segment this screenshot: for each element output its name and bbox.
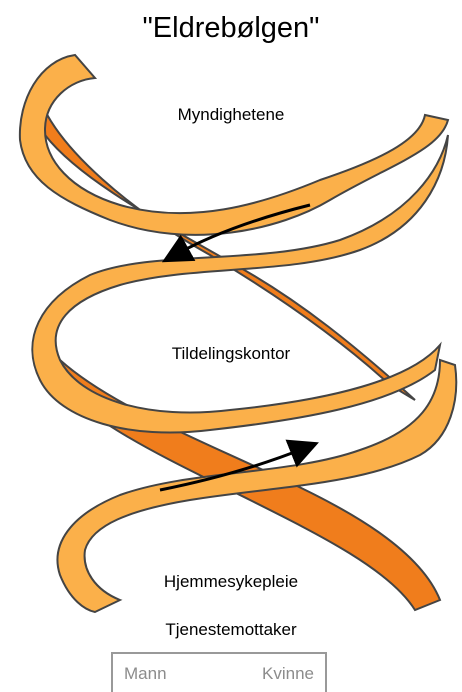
gender-label-kvinne: Kvinne bbox=[262, 664, 314, 684]
gender-box: Mann Kvinne bbox=[111, 652, 327, 692]
page-title: "Eldrebølgen" bbox=[0, 12, 462, 45]
gender-label-mann: Mann bbox=[124, 664, 167, 684]
label-hjemmesykepleie: Hjemmesykepleie bbox=[0, 572, 462, 592]
label-myndighetene: Myndighetene bbox=[0, 105, 462, 125]
label-tjenestemottaker: Tjenestemottaker bbox=[0, 620, 462, 640]
label-tildelingskontor: Tildelingskontor bbox=[0, 344, 462, 364]
light-ribbon-top bbox=[20, 55, 448, 235]
